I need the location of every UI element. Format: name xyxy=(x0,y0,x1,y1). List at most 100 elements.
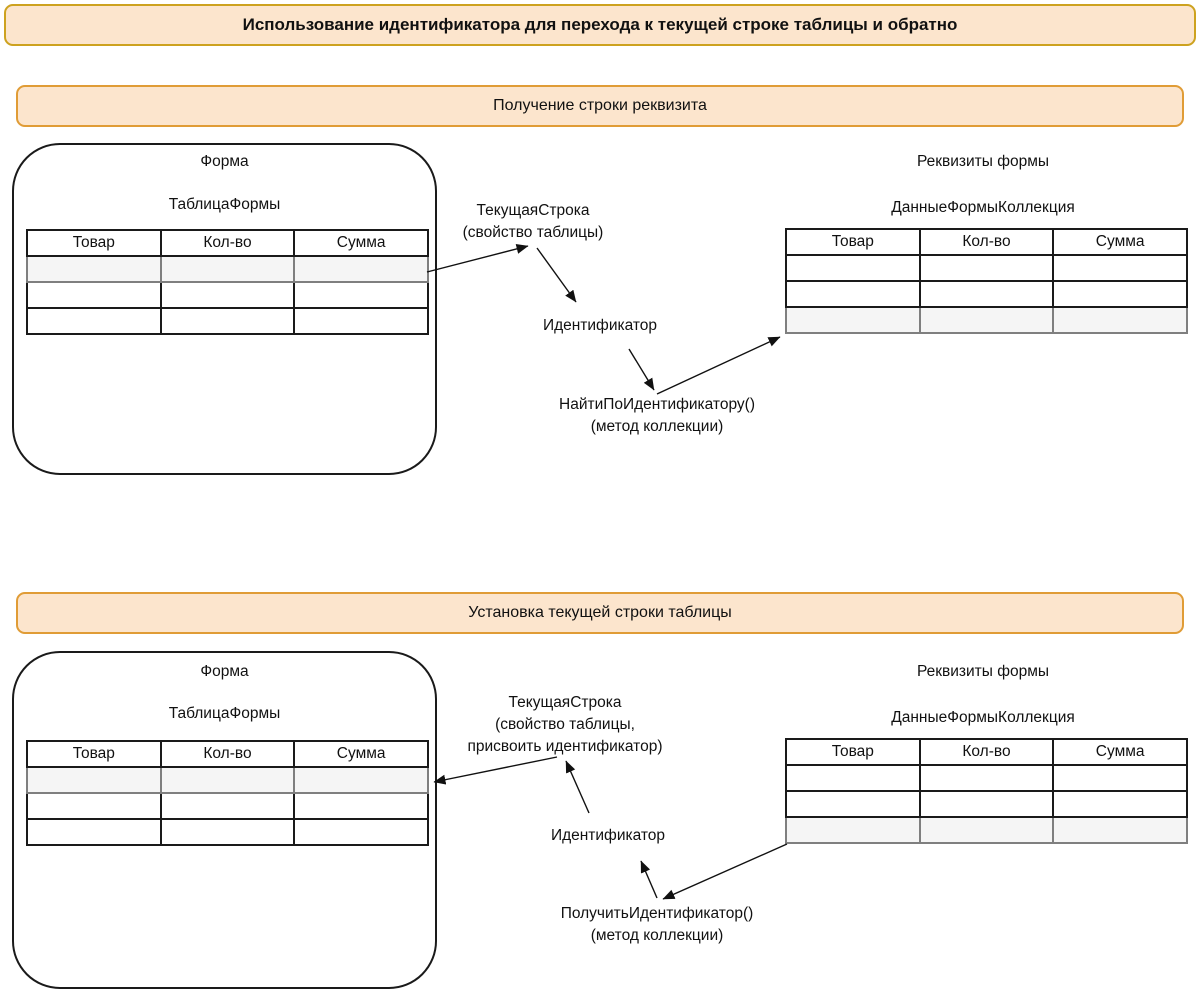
table-cell xyxy=(918,790,1055,818)
table-header-cell: Кол-во xyxy=(159,740,296,768)
table-row xyxy=(785,280,1188,308)
arrow-method-to-identifier xyxy=(640,860,658,899)
form-1-table-name: ТаблицаФормы xyxy=(168,196,281,213)
table-cell xyxy=(293,281,429,309)
method-note: (метод коллекции) xyxy=(590,927,724,944)
table-cell xyxy=(918,764,1055,792)
collection-table-1: Товар Кол-во Сумма xyxy=(785,228,1188,334)
table-row-current xyxy=(26,766,429,794)
table-cell xyxy=(785,280,921,308)
table-row-current xyxy=(26,255,429,283)
table-header-cell: Товар xyxy=(785,738,921,766)
label-method-2: ПолучитьИдентификатор() (метод коллекции… xyxy=(522,903,792,947)
table-header-cell: Сумма xyxy=(1052,228,1188,256)
table-cell xyxy=(785,816,921,844)
table-cell xyxy=(918,254,1055,282)
table-cell xyxy=(26,766,162,794)
table-cell xyxy=(1052,816,1188,844)
table-cell xyxy=(1052,306,1188,334)
table-cell xyxy=(918,306,1055,334)
label-current-row-1: ТекущаяСтрока (свойство таблицы) xyxy=(413,200,653,244)
table-header-row: Товар Кол-во Сумма xyxy=(785,738,1188,766)
page-title-box: Использование идентификатора для переход… xyxy=(4,4,1196,46)
table-cell xyxy=(26,255,162,283)
method-note: (метод коллекции) xyxy=(590,418,724,435)
form-table-2: Товар Кол-во Сумма xyxy=(26,740,429,846)
arrow-identifier-to-method xyxy=(628,348,655,391)
arrow-currentrow-to-identifier xyxy=(536,247,577,303)
section-1-header: Получение строки реквизита xyxy=(16,85,1184,127)
table-cell xyxy=(159,255,296,283)
table-cell xyxy=(918,816,1055,844)
table-cell xyxy=(785,790,921,818)
section-2-header-label: Установка текущей строки таблицы xyxy=(468,604,732,621)
current-row-note: (свойство таблицы, xyxy=(495,716,635,733)
section-2-header: Установка текущей строки таблицы xyxy=(16,592,1184,634)
current-row-name: ТекущаяСтрока xyxy=(476,202,590,219)
table-header-cell: Сумма xyxy=(293,740,429,768)
table-header-row: Товар Кол-во Сумма xyxy=(785,228,1188,256)
arrow-collection-row-to-method xyxy=(662,843,788,900)
current-row-note: (свойство таблицы) xyxy=(462,224,604,241)
table-cell xyxy=(1052,764,1188,792)
table-row xyxy=(26,818,429,846)
arrow-currentrow-to-form-row xyxy=(433,756,558,785)
table-cell xyxy=(159,281,296,309)
label-identifier-2: Идентификатор xyxy=(550,827,666,844)
arrow-identifier-to-currentrow xyxy=(565,760,590,814)
table-header-cell: Сумма xyxy=(1052,738,1188,766)
method-name: ПолучитьИдентификатор() xyxy=(560,905,754,922)
table-cell xyxy=(159,818,296,846)
form-2-table-name: ТаблицаФормы xyxy=(168,705,281,722)
table-header-cell: Кол-во xyxy=(159,229,296,257)
table-cell xyxy=(918,280,1055,308)
table-cell xyxy=(1052,790,1188,818)
table-row xyxy=(785,254,1188,282)
form-2-title: Форма xyxy=(200,663,249,680)
attributes-1-title: Реквизиты формы xyxy=(916,153,1050,170)
section-1-header-label: Получение строки реквизита xyxy=(493,97,707,114)
table-header-cell: Товар xyxy=(785,228,921,256)
table-cell xyxy=(26,281,162,309)
table-cell xyxy=(26,307,162,335)
table-row-found xyxy=(785,306,1188,334)
page-title: Использование идентификатора для переход… xyxy=(242,15,958,34)
table-header-row: Товар Кол-во Сумма xyxy=(26,740,429,768)
table-row xyxy=(26,307,429,335)
table-cell xyxy=(1052,254,1188,282)
table-row xyxy=(785,764,1188,792)
collection-table-2: Товар Кол-во Сумма xyxy=(785,738,1188,844)
table-cell xyxy=(293,307,429,335)
table-cell xyxy=(26,818,162,846)
method-name: НайтиПоИдентификатору() xyxy=(559,396,755,413)
attributes-2-title: Реквизиты формы xyxy=(916,663,1050,680)
table-cell xyxy=(293,818,429,846)
table-header-cell: Товар xyxy=(26,740,162,768)
table-cell xyxy=(785,254,921,282)
label-identifier-1: Идентификатор xyxy=(542,317,658,334)
label-current-row-2: ТекущаяСтрока (свойство таблицы, присвои… xyxy=(425,692,705,758)
table-header-cell: Товар xyxy=(26,229,162,257)
label-method-1: НайтиПоИдентификатору() (метод коллекции… xyxy=(527,394,787,438)
collection-2-name: ДанныеФормыКоллекция xyxy=(891,709,1075,726)
table-cell xyxy=(293,792,429,820)
table-header-row: Товар Кол-во Сумма xyxy=(26,229,429,257)
table-cell xyxy=(293,766,429,794)
table-row xyxy=(26,281,429,309)
table-header-cell: Кол-во xyxy=(918,228,1055,256)
table-cell xyxy=(785,306,921,334)
collection-1-name: ДанныеФормыКоллекция xyxy=(891,199,1075,216)
table-cell xyxy=(785,764,921,792)
form-table-1: Товар Кол-во Сумма xyxy=(26,229,429,335)
table-row-source xyxy=(785,816,1188,844)
table-cell xyxy=(159,766,296,794)
table-cell xyxy=(26,792,162,820)
table-header-cell: Кол-во xyxy=(918,738,1055,766)
table-cell xyxy=(159,307,296,335)
table-row xyxy=(785,790,1188,818)
form-1-title: Форма xyxy=(200,153,249,170)
table-cell xyxy=(1052,280,1188,308)
current-row-note2: присвоить идентификатор) xyxy=(467,738,663,755)
table-cell xyxy=(293,255,429,283)
